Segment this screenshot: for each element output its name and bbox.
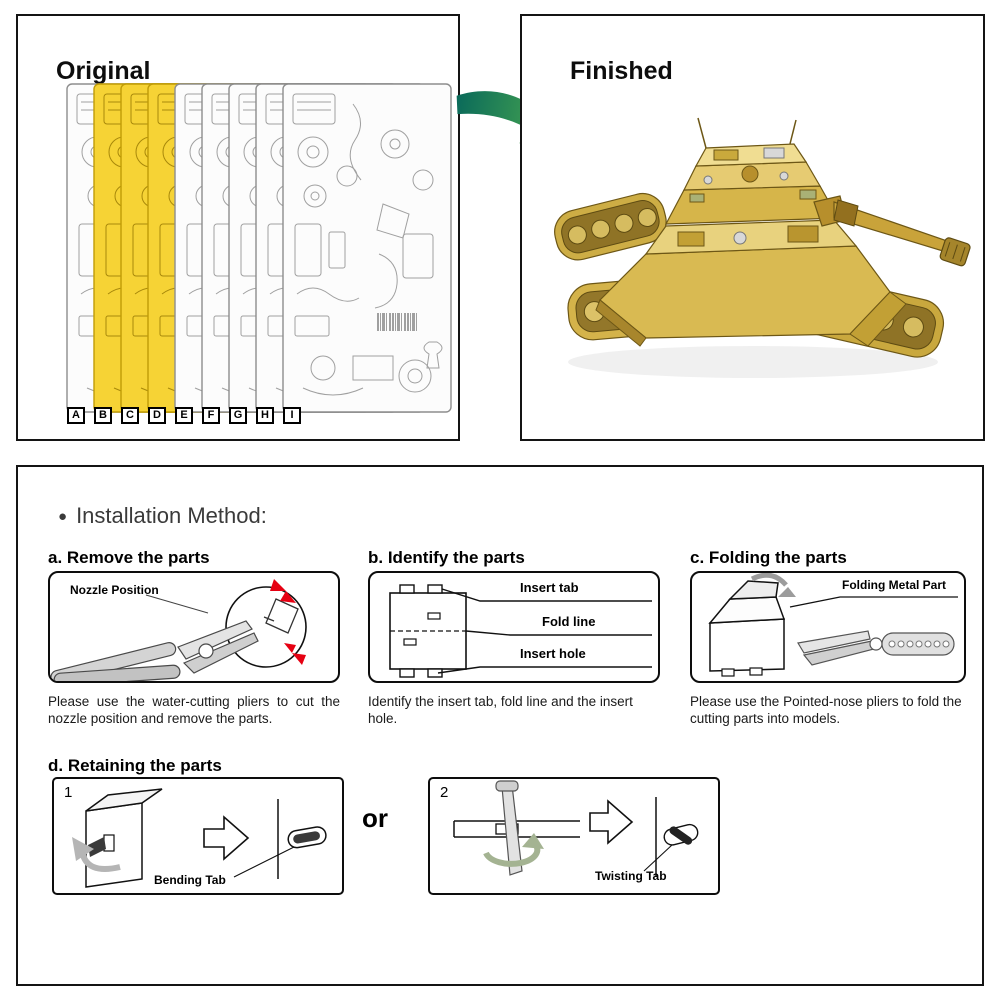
step-d-number-2: 2 [440, 784, 449, 801]
step-a-illustration-box: Nozzle Position [48, 571, 340, 683]
step-a-caption: Please use the water-cutting pliers to c… [48, 694, 340, 727]
sheet-letter: I [283, 407, 301, 424]
nozzle-position-label: Nozzle Position [70, 583, 159, 597]
bullet-icon: ● [58, 508, 68, 525]
sheet-letter: B [94, 407, 112, 424]
step-d-bending-box: 1 Bending Tab [52, 777, 344, 895]
twisting-tab-illustration [453, 780, 699, 877]
sheet-letter: H [256, 407, 274, 424]
installation-panel: ● Installation Method: a. Remove the part… [16, 465, 984, 986]
fold-line-label: Fold line [542, 614, 596, 629]
step-c-caption: Please use the Pointed-nose pliers to fo… [690, 694, 962, 727]
step-d-title: d. Retaining the parts [48, 756, 222, 775]
bending-tab-label: Bending Tab [154, 873, 226, 887]
step-b-title: b. Identify the parts [368, 548, 525, 567]
insert-tab-label: Insert tab [520, 580, 579, 595]
step-b-caption: Identify the insert tab, fold line and t… [368, 694, 633, 727]
step-c-title: c. Folding the parts [690, 548, 847, 567]
sheet-letter: A [67, 407, 85, 424]
sheet-letter: E [175, 407, 193, 424]
step-b-illustration-box: Insert tab Fold line Insert hole [368, 571, 660, 683]
installation-heading: ● Installation Method: [58, 503, 267, 529]
part-features-illustration [389, 584, 652, 678]
metal-sheets-illustration [66, 83, 452, 413]
step-d-twisting-box: 2 Twisting Tab [428, 777, 720, 895]
step-c-illustration-box: Folding Metal Part [690, 571, 966, 683]
folding-metal-part-label: Folding Metal Part [842, 578, 947, 592]
original-panel: Original [16, 14, 460, 441]
sheet-letter: D [148, 407, 166, 424]
step-a-title: a. Remove the parts [48, 548, 210, 567]
folding-pliers-illustration [708, 573, 958, 677]
sheet-letter: F [202, 407, 220, 424]
sheet-letter: C [121, 407, 139, 424]
finished-title: Finished [570, 56, 673, 85]
tank-model-illustration [554, 117, 971, 378]
finished-panel: Finished [520, 14, 985, 441]
sheet-letter: G [229, 407, 247, 424]
twisting-tab-label: Twisting Tab [595, 869, 667, 883]
cutting-pliers-illustration [50, 579, 307, 681]
insert-hole-label: Insert hole [520, 646, 586, 661]
bending-tab-illustration [72, 788, 327, 888]
original-title: Original [56, 56, 151, 85]
installation-heading-text: Installation Method: [76, 503, 267, 528]
step-d-number-1: 1 [64, 784, 73, 801]
or-label: or [362, 803, 388, 833]
